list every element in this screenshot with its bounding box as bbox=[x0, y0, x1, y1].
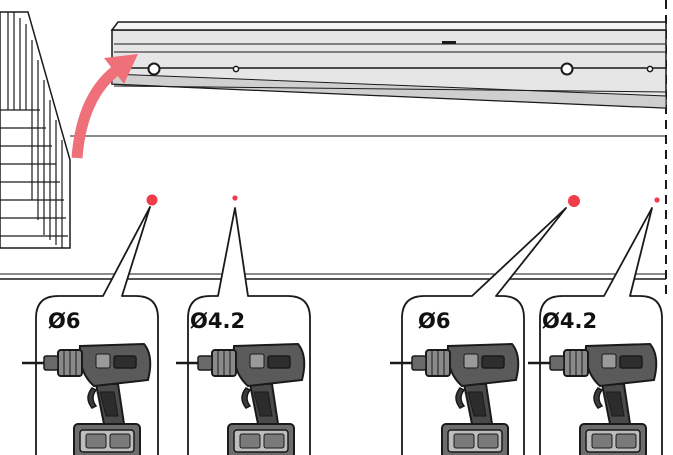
drill-callout-4: Ø4.2 bbox=[526, 207, 663, 455]
hole-marker-4mm bbox=[232, 195, 238, 201]
drill-size-label: Ø4.2 bbox=[542, 309, 597, 333]
rail-profile bbox=[110, 21, 667, 109]
wall-siding bbox=[0, 11, 71, 249]
hole-marker-6mm bbox=[146, 194, 158, 206]
drill-callout-2: Ø4.2 bbox=[174, 207, 311, 455]
drill-callout-3: Ø6 bbox=[388, 207, 567, 455]
drill-size-label: Ø6 bbox=[418, 309, 450, 333]
curved-arrow bbox=[71, 54, 138, 159]
drill-size-label: Ø4.2 bbox=[190, 309, 245, 333]
hole-marker-6mm bbox=[568, 195, 580, 207]
hole-markers bbox=[146, 194, 660, 207]
hole-marker-4mm bbox=[654, 197, 660, 203]
drill-size-label: Ø6 bbox=[48, 309, 80, 333]
drill-callout-1: Ø6 bbox=[20, 206, 159, 455]
